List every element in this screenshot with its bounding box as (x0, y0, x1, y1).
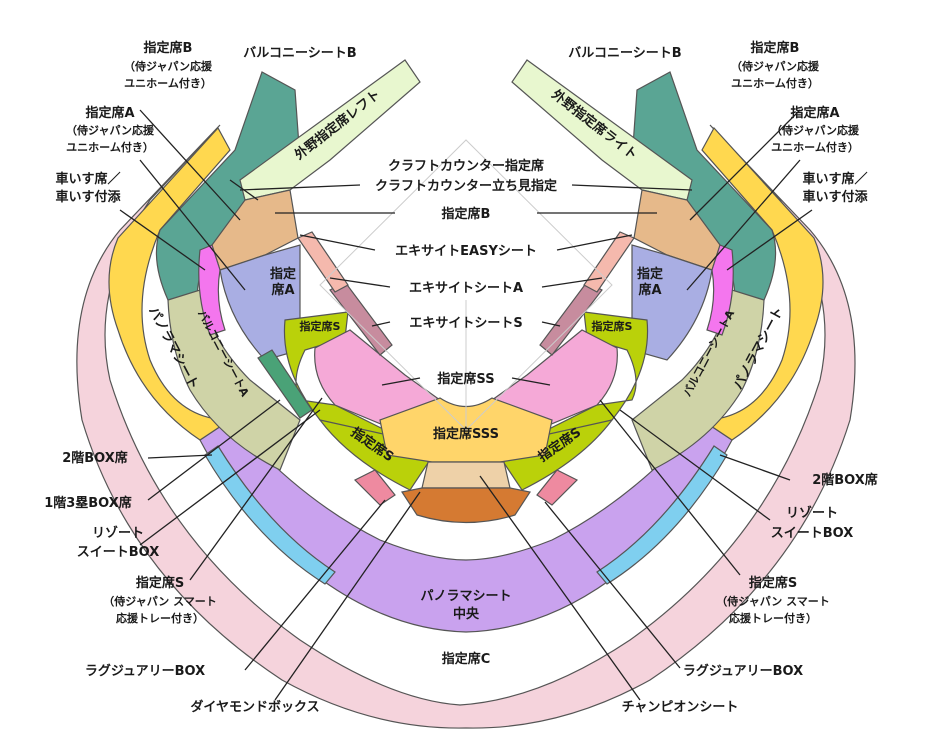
callout-left-resort-2: スイートBOX (77, 545, 160, 560)
callout-right-seat-a-3: ユニホーム付き） (771, 140, 859, 154)
callout-right-seat-a-2: （侍ジャパン応援 (771, 123, 860, 137)
section-shitei-ss-right[interactable] (491, 329, 618, 433)
callout-right-seat-b-1: 指定席B (751, 40, 800, 56)
callout-right-wheelchair-1: 車いす席／ (802, 171, 867, 187)
section-resort-suite-right[interactable] (596, 445, 728, 585)
label-panorama-center-2: 中央 (453, 606, 480, 622)
callout-right-seat-b-2: （侍ジャパン応援 (731, 59, 820, 73)
label-seat-s-right: 指定席S (592, 319, 633, 333)
label-shitei-ss-center: 指定席SS (437, 371, 494, 387)
callout-left-seat-a-2: （侍ジャパン応援 (66, 123, 155, 137)
section-shitei-s-lower-left[interactable] (318, 419, 431, 491)
callout-right-wheelchair-2: 車いす付添 (802, 189, 868, 205)
callout-right-seat-s-tray-1: 指定席S (749, 575, 797, 591)
label-seat-a-right-2: 席A (638, 282, 661, 298)
callout-left-diamond: ダイヤモンドボックス (190, 699, 319, 715)
callout-left-wheelchair-1: 車いす席／ (55, 171, 120, 187)
section-shitei-c[interactable] (76, 124, 856, 729)
leader-lines (119, 109, 813, 701)
label-shitei-c: 指定席C (442, 651, 491, 667)
callout-left-resort-1: リゾート (92, 525, 144, 541)
callout-center-excite-a: エキサイトシートA (409, 281, 523, 296)
section-excite-a-left[interactable] (297, 231, 349, 293)
field-lines (319, 139, 613, 431)
callout-left-seat-s-tray-1: 指定席S (136, 575, 184, 591)
callout-left-seat-b-2: （侍ジャパン応援 (124, 59, 213, 73)
callout-right-seat-b-3: ユニホーム付き） (731, 76, 819, 90)
section-wheelchair-right[interactable] (706, 244, 734, 336)
callout-left-seat-s-tray-2: （侍ジャパン スマート (103, 594, 217, 608)
callout-left-seat-a-1: 指定席A (85, 105, 134, 121)
section-wheelchair-left[interactable] (198, 244, 226, 336)
section-green-strip-left (257, 349, 313, 419)
label-seat-a-left-1: 指定 (270, 266, 296, 282)
label-seat-a-right-1: 指定 (637, 266, 663, 282)
callout-right-resort-2: スイートBOX (771, 526, 854, 541)
section-shitei-ss-left[interactable] (314, 329, 441, 433)
callout-right-balcony-b: バルコニーシートB (568, 46, 681, 61)
section-shitei-s-lower-right[interactable] (501, 419, 614, 491)
label-seat-s-left: 指定席S (300, 319, 341, 333)
section-resort-suite-left[interactable] (204, 445, 336, 585)
label-panorama-center-1: パノラマシート (420, 589, 511, 604)
section-panorama-center[interactable] (199, 419, 733, 633)
callout-center-craft-1: クラフトカウンター指定席 (388, 158, 544, 174)
callout-left-seat-b-3: ユニホーム付き） (124, 76, 212, 90)
callout-left-seat-a-3: ユニホーム付き） (66, 140, 154, 154)
callout-center-excite-s: エキサイトシートS (409, 316, 522, 331)
callout-right-box2: 2階BOX席 (812, 472, 878, 488)
callout-left-seat-s-tray-3: 応援トレー付き） (116, 611, 204, 625)
callout-right-champion: チャンピオンシート (622, 700, 739, 715)
callout-center-craft-2: クラフトカウンター立ち見指定 (375, 178, 557, 194)
section-luxury-left[interactable] (353, 469, 396, 506)
callout-left-seat-b-1: 指定席B (144, 40, 193, 56)
callout-right-seat-a-1: 指定席A (790, 105, 839, 121)
label-shitei-sss: 指定席SSS (433, 426, 499, 442)
section-champion[interactable] (421, 461, 511, 489)
callout-right-seat-s-tray-2: （侍ジャパン スマート (716, 594, 830, 608)
callout-left-balcony-b: バルコニーシートB (243, 46, 356, 61)
callout-left-wheelchair-2: 車いす付添 (55, 189, 121, 205)
callout-right-resort-1: リゾート (786, 505, 838, 521)
callout-left-box1: 1階3塁BOX席 (44, 495, 132, 511)
callout-center-seat-b: 指定席B (442, 206, 491, 222)
callout-right-seat-s-tray-3: 応援トレー付き） (729, 611, 817, 625)
section-luxury-right[interactable] (536, 469, 579, 506)
callout-center-excite-easy: エキサイトEASYシート (395, 244, 537, 259)
callout-right-luxury: ラグジュアリーBOX (683, 663, 803, 679)
label-seat-a-left-2: 席A (271, 282, 294, 298)
callout-left-box2: 2階BOX席 (62, 450, 128, 466)
section-excite-a-right[interactable] (583, 231, 635, 293)
callout-left-luxury: ラグジュアリーBOX (85, 663, 205, 679)
section-diamond[interactable] (401, 487, 531, 524)
